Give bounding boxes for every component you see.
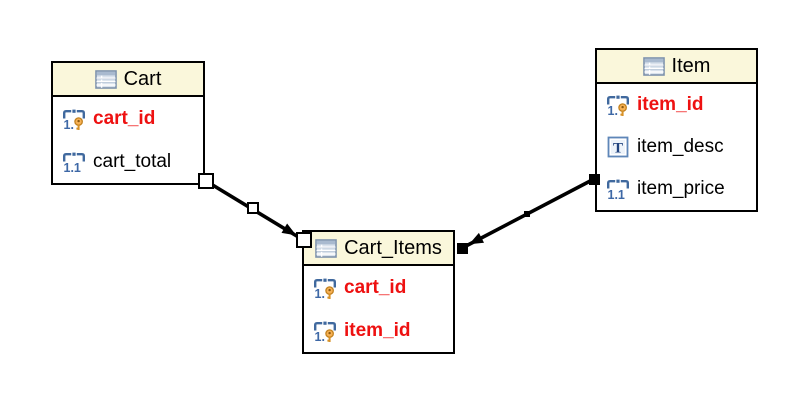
column-row-cart-id[interactable]: cart_id bbox=[53, 97, 203, 140]
text-column-icon bbox=[605, 134, 631, 160]
numeric-primary-key-icon bbox=[312, 318, 338, 344]
column-name: cart_total bbox=[93, 150, 172, 172]
relationship-line[interactable] bbox=[205, 179, 301, 240]
numeric-primary-key-icon bbox=[312, 275, 338, 301]
table-icon bbox=[95, 70, 117, 89]
table-cart[interactable]: Cart cart_id cart_total bbox=[51, 61, 205, 185]
table-cart-items[interactable]: Cart_Items cart_id item_id bbox=[302, 230, 455, 354]
table-cart-items-header[interactable]: Cart_Items bbox=[304, 232, 453, 266]
table-title: Cart_Items bbox=[344, 236, 442, 259]
arrowhead-icon bbox=[469, 232, 484, 245]
column-name: cart_id bbox=[93, 107, 156, 129]
column-row-item-desc[interactable]: item_desc bbox=[597, 126, 756, 168]
table-cart-header[interactable]: Cart bbox=[53, 63, 203, 97]
table-item-header[interactable]: Item bbox=[597, 50, 756, 84]
column-row-item-id[interactable]: item_id bbox=[304, 309, 453, 352]
table-title: Cart bbox=[123, 67, 162, 90]
column-row-item-price[interactable]: item_price bbox=[597, 168, 756, 210]
column-row-cart-id[interactable]: cart_id bbox=[304, 266, 453, 309]
arrowhead-icon bbox=[281, 223, 297, 236]
column-name: cart_id bbox=[344, 276, 407, 298]
connector-midpoint-handle[interactable] bbox=[247, 202, 259, 214]
connector-midpoint-handle[interactable] bbox=[524, 211, 530, 217]
numeric-column-icon bbox=[61, 149, 87, 175]
column-name: item_id bbox=[344, 319, 411, 341]
table-icon bbox=[643, 57, 665, 76]
relationship-cart-to-cart-items[interactable] bbox=[198, 173, 312, 248]
table-item[interactable]: Item item_id item_desc item_price bbox=[595, 48, 758, 212]
column-name: item_id bbox=[637, 94, 704, 115]
table-icon bbox=[315, 239, 337, 258]
column-row-cart-total[interactable]: cart_total bbox=[53, 140, 203, 183]
connector-handle-cart-items[interactable] bbox=[457, 243, 468, 254]
column-name: item_price bbox=[637, 178, 725, 199]
relationship-line[interactable] bbox=[465, 177, 595, 248]
numeric-primary-key-icon bbox=[605, 92, 631, 118]
column-name: item_desc bbox=[637, 136, 724, 157]
table-title: Item bbox=[671, 54, 711, 77]
numeric-primary-key-icon bbox=[61, 106, 87, 132]
relationship-item-to-cart-items[interactable] bbox=[457, 174, 600, 254]
column-row-item-id[interactable]: item_id bbox=[597, 84, 756, 126]
numeric-column-icon bbox=[605, 176, 631, 202]
